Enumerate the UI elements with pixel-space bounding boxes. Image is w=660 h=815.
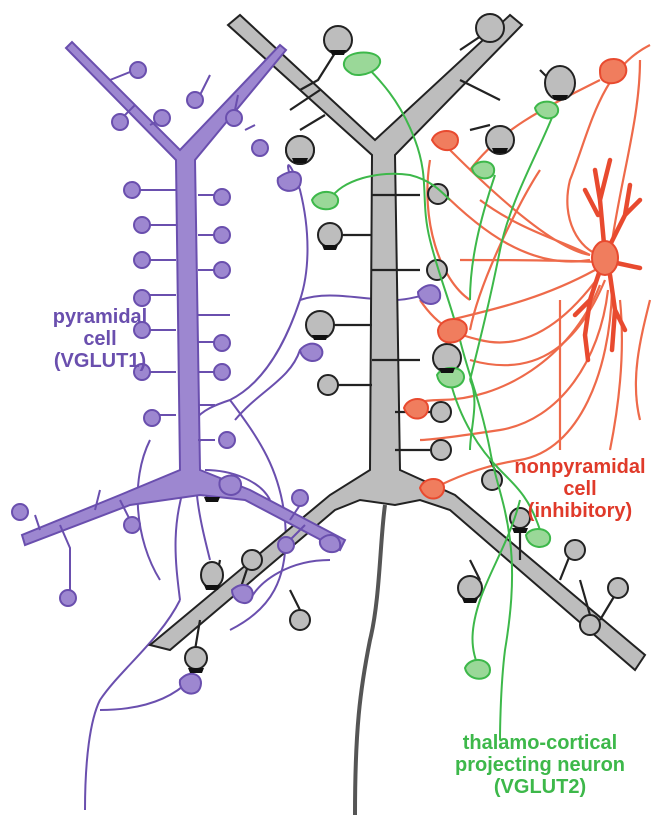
pyramidal-boutons [180,172,440,694]
pyramidal-label-line1: pyramidal [20,306,180,328]
thalamocortical-neuron-label: thalamo-cortical projecting neuron (VGLU… [420,732,660,798]
pyramidal-cell [22,42,345,550]
nonpyramidal-label-line2: cell [500,478,660,500]
pyramidal-cell-label: pyramidal cell (VGLUT1) [20,306,180,372]
thalamocortical-label-line1: thalamo-cortical [420,732,660,754]
pyramidal-label-line2: cell [20,328,180,350]
nonpyramidal-cell-label: nonpyramidal cell (inhibitory) [500,456,660,522]
thalamocortical-label-line2: projecting neuron [420,754,660,776]
nonpyramidal-label-line1: nonpyramidal [500,456,660,478]
nonpyramidal-soma [592,241,618,275]
thalamocortical-label-line3: (VGLUT2) [420,776,660,798]
pyramidal-dendrite [22,42,345,550]
nonpyramidal-label-line3: (inhibitory) [500,500,660,522]
gray-neuron-axon [355,505,385,815]
pyramidal-label-line3: (VGLUT1) [20,350,180,372]
